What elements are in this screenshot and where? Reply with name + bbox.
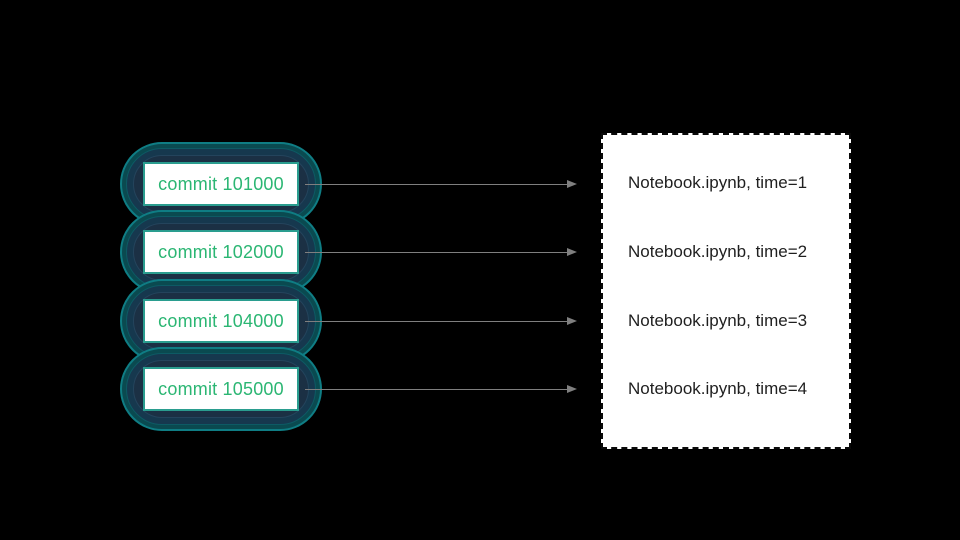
commit-label-2: commit 102000: [158, 241, 284, 262]
notebook-version-2: Notebook.ipynb, time=2: [628, 242, 808, 261]
commit-label-1: commit 101000: [158, 173, 284, 194]
arrowhead-icon: [567, 248, 577, 256]
arrowhead-icon: [567, 317, 577, 325]
flow-arrow-2: [305, 248, 577, 256]
commit-box-3: commit 104000: [143, 299, 299, 343]
commit-node-4: commit 105000: [120, 347, 322, 431]
notebook-version-4: Notebook.ipynb, time=4: [628, 379, 808, 398]
arrowhead-icon: [567, 385, 577, 393]
arrowhead-icon: [567, 180, 577, 188]
flow-arrow-3: [305, 317, 577, 325]
commit-label-4: commit 105000: [158, 378, 284, 399]
notebook-version-3: Notebook.ipynb, time=3: [628, 311, 808, 330]
flow-arrow-1: [305, 180, 577, 188]
commit-box-2: commit 102000: [143, 230, 299, 274]
commit-label-3: commit 104000: [158, 310, 284, 331]
commit-box-4: commit 105000: [143, 367, 299, 411]
commit-box-1: commit 101000: [143, 162, 299, 206]
notebook-versions-panel: Notebook.ipynb, time=1 Notebook.ipynb, t…: [601, 133, 851, 449]
notebook-version-1: Notebook.ipynb, time=1: [628, 173, 808, 192]
flow-arrow-4: [305, 385, 577, 393]
